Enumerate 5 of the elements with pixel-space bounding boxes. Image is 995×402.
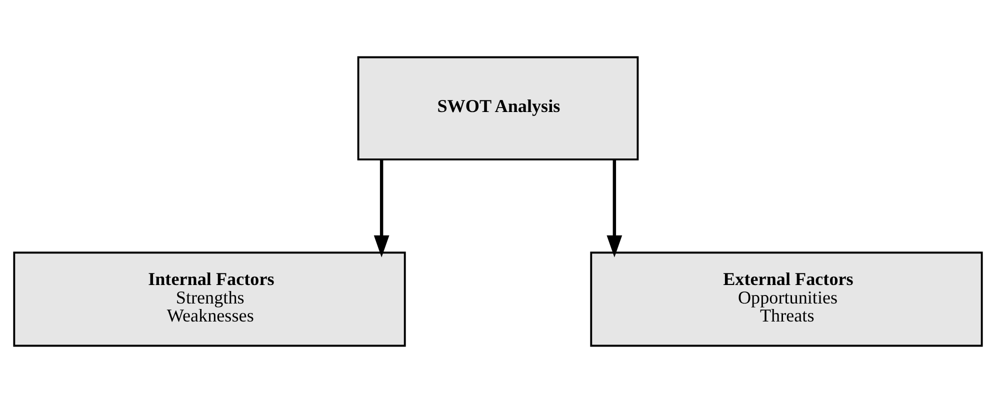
node-box: Internal Factors Strengths Weaknesses xyxy=(12,251,406,346)
arrow xyxy=(606,159,622,257)
node-box: External Factors Opportunities Threats xyxy=(590,251,982,346)
arrow xyxy=(373,159,389,257)
node-box: SWOT Analysis xyxy=(356,56,638,160)
